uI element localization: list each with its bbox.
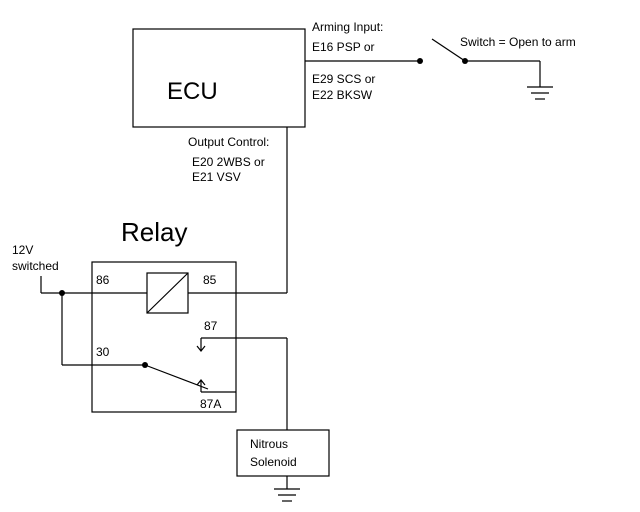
ground-icon-solenoid [274, 488, 300, 502]
pin-30-label: 30 [96, 345, 110, 359]
arming-input-e16: E16 PSP or [312, 40, 374, 54]
relay-title: Relay [121, 217, 187, 247]
relay-switch-arm [144, 364, 209, 390]
arming-input-e22: E22 BKSW [312, 88, 373, 102]
arming-input-heading: Arming Input: [312, 20, 383, 34]
arming-input-e29: E29 SCS or [312, 72, 375, 86]
ecu-label: ECU [167, 78, 218, 105]
ecu-box [132, 28, 306, 128]
solenoid-box [236, 429, 330, 477]
relay-coil-diagonal [146, 272, 189, 314]
output-control-e20: E20 2WBS or [192, 155, 265, 169]
pin87a-arrow [196, 379, 206, 386]
solenoid-label-nitrous: Nitrous [250, 437, 288, 451]
switch-label: Switch = Open to arm [460, 35, 576, 49]
pin-86-label: 86 [96, 273, 110, 287]
output-control-e21: E21 VSV [192, 170, 241, 184]
relay-box [91, 261, 237, 413]
switch-contact-left [417, 58, 423, 64]
solenoid-label-solenoid: Solenoid [250, 455, 297, 469]
pin-87-label: 87 [204, 319, 218, 333]
pin-85-label: 85 [203, 273, 217, 287]
pin87-arrow [196, 345, 206, 352]
power-label-switched: switched [12, 259, 59, 273]
ground-icon-switch [527, 86, 553, 100]
output-control-heading: Output Control: [188, 135, 269, 149]
switch-lever [431, 38, 466, 62]
pin-87a-label: 87A [200, 397, 221, 411]
power-label-12v: 12V [12, 243, 33, 257]
